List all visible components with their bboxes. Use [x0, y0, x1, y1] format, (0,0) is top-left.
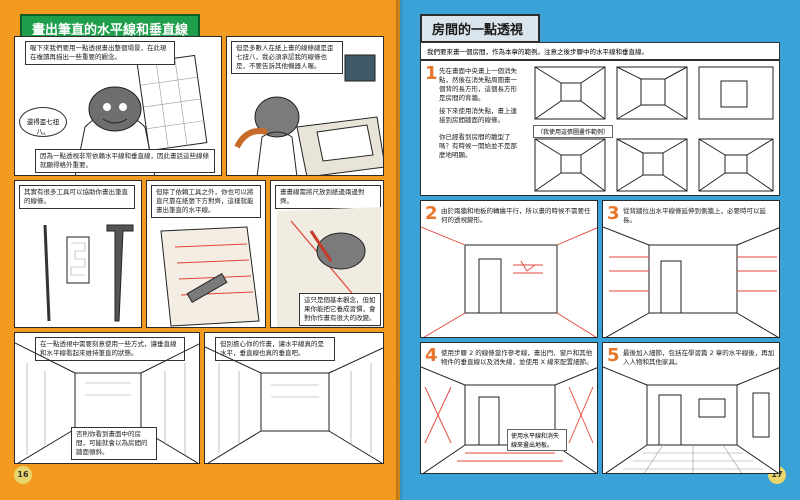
step1-text-b: 接下來使用消失點，畫上連接到房間牆面的線條。 — [439, 107, 517, 124]
step1-text-a: 先在畫面中央畫上一個消失點，然後在消失點周圍畫一個背的長方形，這個長方形是房間的… — [439, 67, 517, 102]
step3-panel: 3 從背牆拉出水平線條延伸到側牆上，必要時可以延長。 — [602, 200, 780, 338]
comic-panel-6: 在一點透視中需要刻意使用一些方式，讓垂直線和水平線看起來維持筆直的狀態。 否則你… — [14, 332, 200, 464]
panel7-caption: 但別擔心你的作畫，讓水平線真的是水平，垂直線也真的垂直吧。 — [215, 337, 335, 361]
panel1-caption-bottom: 因為一點透視非常依賴水平線和垂直線，因此畫話這些線條就顯得格外重要。 — [35, 149, 215, 173]
left-page: 畫出筆直的水平線和垂直線 喔下來我們要用一點透視畫出整個場景，在此現在複讀再描出… — [0, 0, 400, 500]
step4-text: 使用步驟 2 的線條當作參考線，畫出門、窗戶和其他物件的垂直線以及消失線，並使用… — [441, 349, 593, 366]
step4-room-sketch — [421, 366, 597, 473]
panel5-caption-bottom: 這只是個基本觀念，但如果你能把它養成習慣，會對你作畫有很大的改變。 — [299, 293, 381, 326]
step5-text: 最後加入細節，包括在學習篇 2 章的水平線後，再加入人物和其他家具。 — [623, 349, 775, 366]
step1-number: 1 — [425, 63, 438, 84]
step1-room-sketches — [534, 66, 774, 192]
step3-text: 從背牆拉出水平線條延伸到側牆上，必要時可以延長。 — [623, 207, 766, 224]
right-page-intro: 我們要來畫一個房間，作為本章的範例。注意之後步驟中的水平線和垂直線。 — [420, 42, 780, 60]
step4-number: 4 — [425, 345, 438, 366]
left-page-number: 16 — [14, 466, 32, 484]
comic-panel-1: 喔下來我們要用一點透視畫出整個場景，在此現在複讀再描出一些重要的觀念。 還得歪七… — [14, 36, 222, 176]
panel2-caption: 但是多數人在紙上畫的線條總是歪七扭八，我必須承認我的線條也是，不要告訴其他機器人… — [231, 41, 343, 74]
step5-panel: 5 最後加入細節，包括在學習篇 2 章的水平線後，再加入人物和其他家具。 — [602, 342, 780, 474]
comic-panel-4: 但除了依賴工具之外，你也可以將直尺靠在紙張下方對齊，這樣就能畫出筆直的水平線。 — [146, 180, 266, 328]
comic-panel-5: 畫畫線需將尺放到紙邊兩邊對齊。 這只是個基本觀念，但如果你能把它養成習慣，會對你… — [270, 180, 384, 328]
step4-label: 使用水平線和消失線來畫出地板。 — [507, 429, 567, 451]
comic-panel-2: 但是多數人在紙上畫的線條總是歪七扭八，我必須承認我的線條也是，不要告訴其他機器人… — [226, 36, 384, 176]
comic-panel-3: 其實有很多工具可以協助你畫出筆直的線條。 — [14, 180, 142, 328]
panel5-caption-top: 畫畫線需將尺放到紙邊兩邊對齊。 — [275, 185, 381, 209]
step5-number: 5 — [607, 345, 620, 366]
step1-text-c: 你已經看到房間的雛型了嗎？有時候一開始並不是那麼地明顯。 — [439, 133, 517, 159]
book-gutter — [396, 0, 404, 500]
step3-number: 3 — [607, 203, 620, 224]
step3-room-sketch — [603, 226, 779, 337]
step2-room-sketch — [421, 226, 597, 337]
straight-room-sketch — [205, 346, 383, 463]
step5-finished-room — [603, 366, 779, 473]
panel6-caption-bottom: 否則你看到畫面中的房間，可能就會以為房間的牆面傾斜。 — [71, 427, 157, 460]
robot-at-desk-illustration — [234, 54, 383, 175]
right-page-title: 房間的一點透視 — [420, 14, 540, 43]
step1-label: （我使用這張圖畫作範例） — [533, 125, 614, 138]
panel6-caption-top: 在一點透視中需要刻意使用一些方式，讓垂直線和水平線看起來維持筆直的狀態。 — [35, 337, 185, 361]
panel1-caption-top: 喔下來我們要用一點透視畫出整個場景，在此現在複讀再描出一些重要的觀念。 — [25, 41, 175, 65]
step2-number: 2 — [425, 203, 438, 224]
ruler-on-paper-illustration — [160, 226, 260, 327]
robot-holding-grid-illustration — [74, 54, 208, 175]
drawing-tools-illustration — [43, 224, 134, 322]
panel1-speech-bubble: 還得歪七扭八。 — [19, 107, 67, 137]
panel4-caption: 但除了依賴工具之外，你也可以將直尺靠在紙張下方對齊，這樣就能畫出筆直的水平線。 — [151, 185, 261, 218]
step4-panel: 4 使用步驟 2 的線條當作參考線，畫出門、窗戶和其他物件的垂直線以及消失線，並… — [420, 342, 598, 474]
step2-panel: 2 由於兩牆和地板的轉繪平行，所以畫的時候不需要任何的透視變形。 — [420, 200, 598, 338]
panel3-caption: 其實有很多工具可以協助你畫出筆直的線條。 — [19, 185, 135, 209]
step1-panel: 1 先在畫面中央畫上一個消失點，然後在消失點周圍畫一個背的長方形，這個長方形是房… — [420, 60, 780, 196]
comic-panel-7: 但別擔心你的作畫，讓水平線真的是水平，垂直線也真的垂直吧。 — [204, 332, 384, 464]
step2-text: 由於兩牆和地板的轉繪平行，所以畫的時候不需要任何的透視變形。 — [441, 207, 591, 224]
